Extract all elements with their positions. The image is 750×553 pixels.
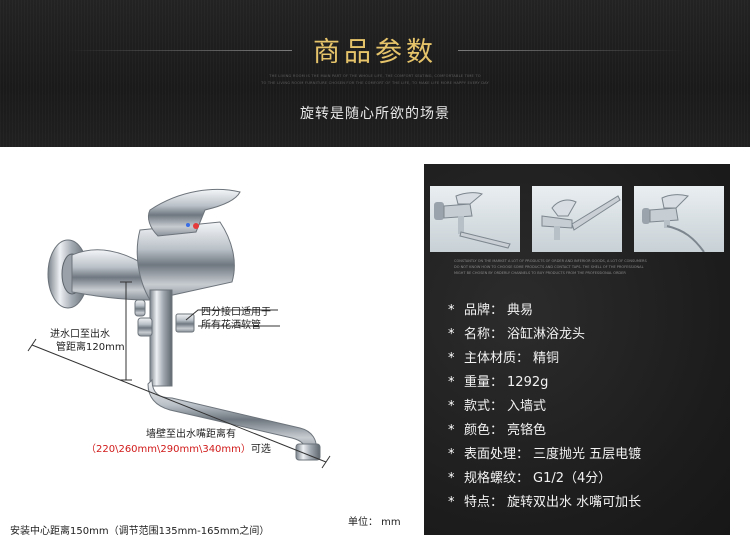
bullet-star-icon: * <box>448 423 455 438</box>
inlet-distance-label-1: 进水口至出水 <box>50 329 110 340</box>
wall-distance-options: （220\260mm\290mm\340mm）可选 <box>86 440 271 455</box>
banner-fine-print-1: THE LIVING ROOM IS THE MAIN PART OF THE … <box>269 74 481 78</box>
page-title: 商品参数 <box>313 37 437 68</box>
spec-item-style: *款式：入墙式 <box>448 395 641 419</box>
title-divider-left <box>66 50 292 51</box>
page-subtitle: 旋转是随心所欲的场景 <box>300 106 450 122</box>
panel-fine-print-2: DO NOT KNOW HOW TO CHOOSE SOME PRODUCTS … <box>454 265 644 269</box>
lever-handle <box>147 188 241 237</box>
title-divider-right <box>458 50 684 51</box>
spec-item-weight: *重量：1292g <box>448 371 641 395</box>
bullet-star-icon: * <box>448 327 455 342</box>
bullet-star-icon: * <box>448 375 455 390</box>
spec-item-finish: *表面处理：三度抛光 五层电镀 <box>448 443 641 467</box>
bullet-star-icon: * <box>448 303 455 318</box>
header-banner: 商品参数 THE LIVING ROOM IS THE MAIN PART OF… <box>0 0 750 147</box>
spec-item-name: *名称：浴缸淋浴龙头 <box>448 323 641 347</box>
interface-note-1: 四分接口适用于 <box>201 307 271 318</box>
bullet-star-icon: * <box>448 471 455 486</box>
thumbnail-1 <box>430 186 520 252</box>
range-values: 220\260mm\290mm\340mm <box>96 444 241 455</box>
panel-fine-print-3: MIGHT BE CHOSEN BY ORDERLY CHANNELS TO B… <box>454 271 626 275</box>
panel-fine-print-1: CONSTANTLY ON THE MARKET A LOT OF PRODUC… <box>454 259 647 263</box>
interface-note-2: 所有花洒软管 <box>201 320 261 331</box>
bullet-star-icon: * <box>448 447 455 462</box>
spout-tip <box>295 443 321 461</box>
spec-item-brand: *品牌：典易 <box>448 299 641 323</box>
spec-item-material: *主体材质：精铜 <box>448 347 641 371</box>
spec-item-feature: *特点：旋转双出水 水嘴可加长 <box>448 491 641 515</box>
bullet-star-icon: * <box>448 399 455 414</box>
range-suffix: 可选 <box>250 444 271 455</box>
spec-item-color: *颜色：亮铬色 <box>448 419 641 443</box>
spec-list: *品牌：典易 *名称：浴缸淋浴龙头 *主体材质：精铜 *重量：1292g *款式… <box>448 299 641 515</box>
thumbnail-2 <box>532 186 622 252</box>
spec-panel: CONSTANTLY ON THE MARKET A LOT OF PRODUC… <box>424 164 730 535</box>
range-close-paren: ） <box>240 444 251 455</box>
bullet-star-icon: * <box>448 495 455 510</box>
inlet-distance-label-2: 管距离120mm <box>56 342 125 353</box>
range-open-paren: （ <box>86 444 96 455</box>
thumbnail-3 <box>634 186 724 252</box>
wall-distance-label: 墙壁至出水嘴距离有 <box>146 429 236 440</box>
faucet-image <box>27 188 331 469</box>
spec-item-thread: *规格螺纹：G1/2（4分） <box>448 467 641 491</box>
center-distance-note: 安装中心距离150mm（调节范围135mm-165mm之间） <box>10 526 270 537</box>
bullet-star-icon: * <box>448 351 455 366</box>
unit-label: 单位： mm <box>348 517 401 528</box>
valve-body <box>136 221 235 301</box>
outlet-stem <box>149 289 173 387</box>
banner-fine-print-2: TO THE LIVING ROOM FURNITURE CHOSEN FOR … <box>261 81 489 85</box>
product-drawing: 进水口至出水 管距离120mm 四分接口适用于 所有花洒软管 墙壁至出水嘴距离有… <box>0 147 420 553</box>
